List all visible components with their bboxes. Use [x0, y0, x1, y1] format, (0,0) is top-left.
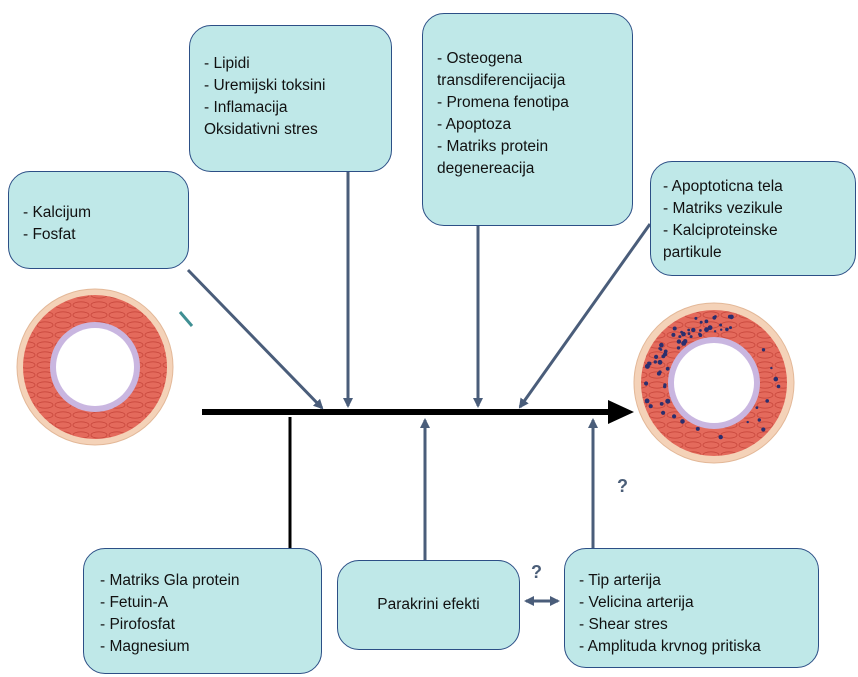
calcium-deposit-dot [654, 360, 657, 363]
calcium-deposit-dot [677, 339, 681, 343]
calcium-deposit-dot [647, 362, 650, 365]
box-kalcijum-fosfat: - Kalcijum - Fosfat [8, 171, 189, 269]
main-axis-arrow [202, 400, 634, 424]
calcium-deposit-dot [683, 339, 687, 343]
box-tip-arterija: - Tip arterija - Velicina arterija - She… [564, 548, 819, 668]
calcium-deposit-dot [699, 329, 702, 332]
box-line: - Kalcijum [23, 202, 178, 224]
box-line: - Lipidi [204, 53, 381, 75]
box-line: - Matriks Gla protein [100, 570, 311, 592]
calcium-deposit-dot [705, 320, 709, 324]
calcium-deposit-dot [645, 399, 650, 404]
calcium-deposit-dot [720, 329, 722, 331]
box-line: - Uremijski toksini [204, 75, 381, 97]
box-line: - Magnesium [100, 636, 311, 658]
box-parakrini: Parakrini efekti [337, 560, 520, 650]
question-mark-upper: ? [617, 476, 628, 497]
calcium-deposit-dot [661, 411, 665, 415]
box-line: - Tip arterija [579, 570, 808, 592]
calcium-deposit-dot [665, 399, 670, 404]
arrow-apoptoticna [520, 224, 650, 407]
calcium-deposit-dot [762, 348, 765, 351]
calcium-deposit-dot [708, 325, 713, 330]
calcium-deposit-dot [728, 315, 732, 319]
box-line: - Apoptoticna tela [663, 176, 845, 198]
calcium-deposit-dot [694, 317, 697, 320]
box-line: - Fosfat [23, 224, 178, 246]
normal-artery-icon [17, 289, 173, 445]
calcium-deposit-dot [681, 332, 686, 337]
calcium-deposit-dot [690, 335, 693, 338]
calcium-deposit-dot [687, 329, 690, 332]
calcium-deposit-dot [645, 364, 650, 369]
calcium-deposit-dot [712, 316, 716, 320]
box-line: - Shear stres [579, 614, 808, 636]
calcium-deposit-dot [719, 324, 722, 327]
calcium-deposit-dot [761, 427, 765, 431]
calcium-deposit-dot [678, 335, 681, 338]
small-dash-mark [180, 312, 192, 326]
calcium-deposit-dot [719, 435, 723, 439]
calcium-deposit-dot [666, 367, 670, 371]
calcium-deposit-dot [770, 367, 772, 369]
calcium-deposit-dot [777, 385, 781, 389]
calcium-deposit-dot [659, 343, 664, 348]
arrow-kalcijum [188, 270, 322, 408]
calcium-deposit-dot [696, 427, 700, 431]
box-line: - Matriks vezikule [663, 198, 845, 220]
box-lipidi: - Lipidi - Uremijski toksini - Inflamaci… [189, 25, 392, 172]
calcified-artery-icon [634, 303, 794, 463]
calcium-deposit-dot [691, 328, 695, 332]
calcium-deposit-dot [729, 326, 732, 329]
calcium-deposit-dot [775, 378, 778, 381]
calcium-deposit-dot [663, 352, 667, 356]
calcium-deposit-dot [756, 406, 759, 409]
calcium-deposit-dot [649, 404, 653, 408]
calcium-deposit-dot [700, 321, 703, 324]
calcium-deposit-dot [698, 333, 701, 336]
calcium-deposit-dot [658, 360, 663, 365]
box-line: - Velicina arterija [579, 592, 808, 614]
calcium-deposit-dot [659, 372, 661, 374]
calcium-deposit-dot [677, 346, 680, 349]
calcium-deposit-dot [765, 399, 769, 403]
calcium-deposit-dot [660, 402, 664, 406]
calcium-deposit-dot [688, 332, 691, 335]
box-osteogena: - Osteogena transdiferencijacija - Prome… [422, 13, 633, 226]
calcium-deposit-dot [714, 330, 716, 332]
box-line: partikule [663, 242, 845, 264]
box-matriks-gla: - Matriks Gla protein - Fetuin-A - Pirof… [83, 548, 322, 674]
box-line: - Osteogena [437, 48, 622, 70]
question-mark-middle: ? [531, 562, 542, 583]
box-line: - Amplituda krvnog pritiska [579, 636, 808, 658]
box-line: - Inflamacija [204, 97, 381, 119]
box-line: Oksidativni stres [204, 119, 381, 141]
calcium-deposit-dot [672, 414, 676, 418]
box-line: - Pirofosfat [100, 614, 311, 636]
calcium-deposit-dot [644, 381, 648, 385]
box-line: - Fetuin-A [100, 592, 311, 614]
calcium-deposit-dot [658, 347, 661, 350]
calcium-deposit-dot [680, 419, 685, 424]
calcium-deposit-dot [747, 421, 749, 423]
calcium-deposit-dot [671, 333, 675, 337]
box-line: degenereacija [437, 158, 622, 180]
box-line: - Apoptoza [437, 114, 622, 136]
box-line: transdiferencijacija [437, 70, 622, 92]
calcium-deposit-dot [673, 327, 677, 331]
box-line: - Matriks protein [437, 136, 622, 158]
box-line: - Promena fenotipa [437, 92, 622, 114]
box-line: Parakrini efekti [377, 594, 480, 616]
box-line: - Kalciproteinske [663, 220, 845, 242]
calcium-deposit-dot [663, 385, 666, 388]
calcium-deposit-dot [654, 355, 658, 359]
calcium-deposit-dot [725, 328, 729, 332]
box-apoptoticna: - Apoptoticna tela - Matriks vezikule - … [650, 161, 856, 276]
calcium-deposit-dot [758, 418, 761, 421]
